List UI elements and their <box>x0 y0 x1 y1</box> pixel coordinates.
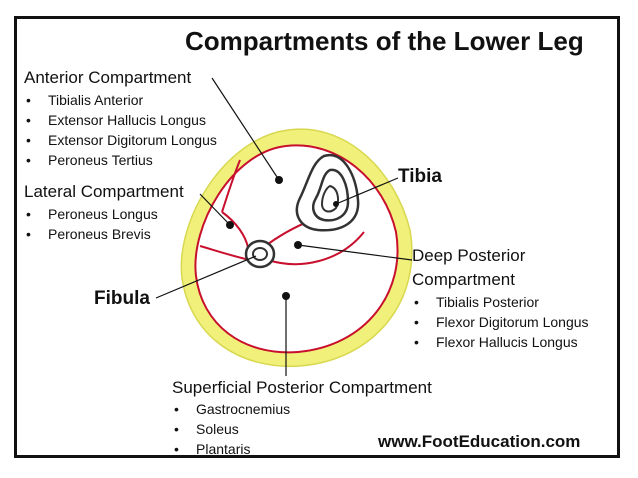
tibia-leader <box>335 177 399 205</box>
list-item: Soleus <box>172 419 290 439</box>
website-link[interactable]: www.FootEducation.com <box>378 432 581 451</box>
list-item: Tibialis Posterior <box>412 292 589 312</box>
list-item: Gastrocnemius <box>172 399 290 419</box>
deep-posterior-leader <box>297 244 413 261</box>
lateral-leader <box>199 193 231 226</box>
deep-posterior-heading-line1: Deep Posterior <box>412 246 526 265</box>
anterior-intermuscular-septum <box>221 159 241 213</box>
deep-posterior-list: Tibialis Posterior Flexor Digitorum Long… <box>412 292 589 352</box>
list-item: Peroneus Tertius <box>24 150 217 170</box>
page-title: Compartments of the Lower Leg <box>185 26 584 56</box>
lateral-compartment-heading: Lateral Compartment <box>24 182 184 201</box>
anterior-compartment-heading: Anterior Compartment <box>24 68 192 87</box>
anterior-leader <box>211 77 280 181</box>
list-item: Flexor Hallucis Longus <box>412 332 589 352</box>
list-item: Extensor Hallucis Longus <box>24 110 217 130</box>
fibula-inner <box>252 247 268 261</box>
transverse-intermuscular-septum <box>267 231 365 266</box>
superficial-posterior-list: Gastrocnemius Soleus Plantaris <box>172 399 290 459</box>
tibia-label: Tibia <box>398 166 442 187</box>
list-item: Tibialis Anterior <box>24 90 217 110</box>
lateral-compartment-list: Peroneus Longus Peroneus Brevis <box>24 204 158 244</box>
list-item: Peroneus Longus <box>24 204 158 224</box>
list-item: Plantaris <box>172 439 290 459</box>
anterior-compartment-list: Tibialis Anterior Extensor Hallucis Long… <box>24 90 217 170</box>
list-item: Peroneus Brevis <box>24 224 158 244</box>
diagram-border <box>14 16 620 458</box>
fibula-leader <box>155 255 257 299</box>
lateral-septum <box>221 211 249 249</box>
deep-posterior-heading-line2: Compartment <box>412 270 515 289</box>
list-item: Extensor Digitorum Longus <box>24 130 217 150</box>
fibula-label: Fibula <box>94 288 150 309</box>
list-item: Flexor Digitorum Longus <box>412 312 589 332</box>
superficial-posterior-heading: Superficial Posterior Compartment <box>172 378 432 397</box>
posterior-lateral-septum <box>199 245 251 261</box>
